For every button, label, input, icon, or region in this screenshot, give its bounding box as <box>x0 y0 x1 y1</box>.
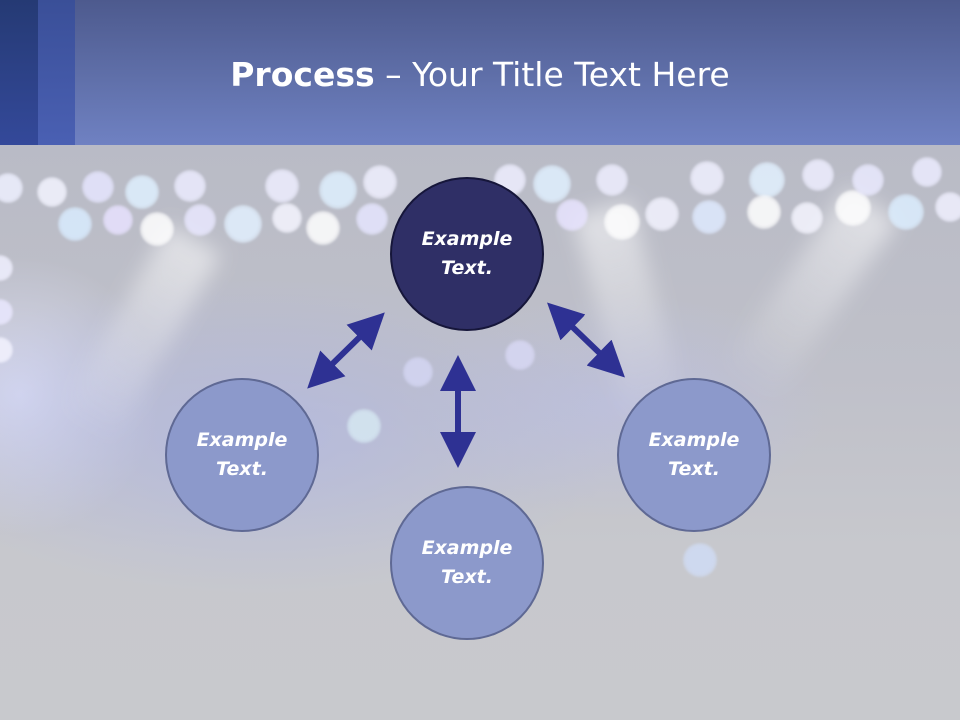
bokeh-light <box>319 171 357 209</box>
bokeh-light <box>683 543 717 577</box>
bokeh-light <box>103 205 133 235</box>
bokeh-light <box>835 190 871 226</box>
corner-accent-dark <box>0 0 38 145</box>
right-node-label: Example Text. <box>648 429 740 480</box>
left-node[interactable]: Example Text. <box>165 378 319 532</box>
bokeh-light <box>935 192 960 222</box>
bokeh-light <box>596 164 628 196</box>
bokeh-light <box>749 162 785 198</box>
bokeh-light <box>747 195 781 229</box>
bokeh-light <box>265 169 299 203</box>
title-band: Process – Your Title Text Here <box>0 0 960 145</box>
bokeh-light <box>604 204 640 240</box>
bokeh-light <box>0 255 13 281</box>
bokeh-light <box>912 157 942 187</box>
bokeh-light <box>802 159 834 191</box>
bokeh-light <box>125 175 159 209</box>
title-bold: Process <box>230 55 375 94</box>
bokeh-light <box>791 202 823 234</box>
bokeh-light <box>174 170 206 202</box>
bokeh-light <box>306 211 340 245</box>
bokeh-light <box>82 171 114 203</box>
bokeh-light <box>272 203 302 233</box>
bokeh-light <box>224 205 262 243</box>
bokeh-light <box>37 177 67 207</box>
center-node[interactable]: Example Text. <box>390 177 544 331</box>
corner-accent-mid <box>38 0 75 145</box>
bokeh-light <box>140 212 174 246</box>
bokeh-light <box>184 204 216 236</box>
bokeh-light <box>347 409 381 443</box>
double-arrow-left <box>307 312 385 389</box>
bokeh-light <box>58 207 92 241</box>
double-arrow-right <box>547 302 625 378</box>
bottom-node[interactable]: Example Text. <box>390 486 544 640</box>
title-rest: – Your Title Text Here <box>374 55 730 94</box>
bokeh-light <box>533 165 571 203</box>
bokeh-light <box>356 203 388 235</box>
bokeh-light <box>0 337 13 363</box>
left-node-label: Example Text. <box>196 429 288 480</box>
bottom-node-label: Example Text. <box>421 537 513 588</box>
bokeh-light <box>0 299 13 325</box>
bokeh-light <box>505 340 535 370</box>
bokeh-light <box>692 200 726 234</box>
center-node-label: Example Text. <box>421 228 513 279</box>
bokeh-light <box>556 199 588 231</box>
bokeh-light <box>888 194 924 230</box>
bokeh-light <box>0 173 23 203</box>
page-title: Process – Your Title Text Here <box>0 52 960 98</box>
bokeh-light <box>690 161 724 195</box>
bokeh-light <box>403 357 433 387</box>
right-node[interactable]: Example Text. <box>617 378 771 532</box>
bokeh-light <box>645 197 679 231</box>
bokeh-light <box>363 165 397 199</box>
bokeh-light <box>852 164 884 196</box>
